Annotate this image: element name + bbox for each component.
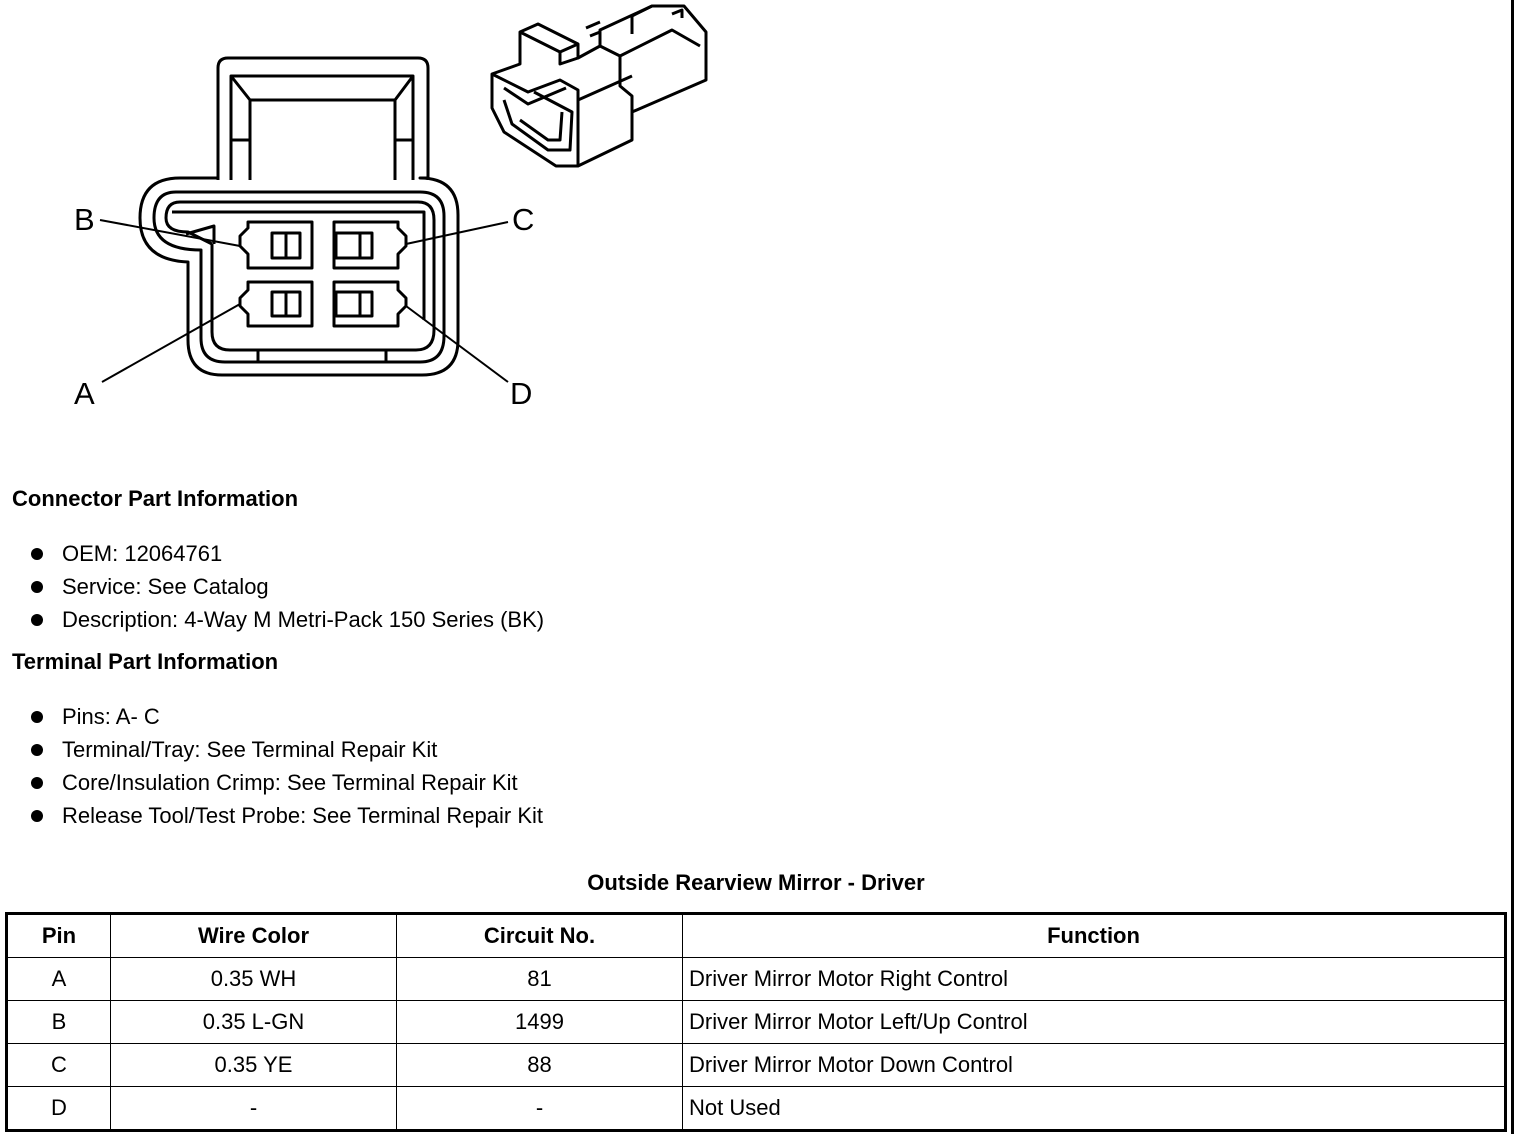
- pin-label-a: A: [74, 376, 95, 411]
- latch-window-bevel: [229, 75, 415, 102]
- bullet-icon: [31, 777, 43, 789]
- page-border-right: [1511, 0, 1514, 1134]
- connector-face-diagram: B C A D: [74, 4, 708, 411]
- list-item: Terminal/Tray: See Terminal Repair Kit: [28, 733, 543, 766]
- list-item: Description: 4-Way M Metri-Pack 150 Seri…: [28, 603, 544, 636]
- table-header-row: Pin Wire Color Circuit No. Function: [6, 913, 1506, 958]
- connector-isometric-view: [490, 4, 708, 168]
- cell-circuit: 1499: [396, 1000, 683, 1044]
- table-title: Outside Rearview Mirror - Driver: [587, 870, 925, 895]
- list-item: Core/Insulation Crimp: See Terminal Repa…: [28, 766, 543, 799]
- pin-label-b: B: [74, 202, 95, 237]
- latch-window-sides: [248, 100, 397, 180]
- cell-wire-color: 0.35 YE: [110, 1043, 397, 1087]
- header-wire-color: Wire Color: [110, 913, 397, 958]
- pinout-table: Pin Wire Color Circuit No. Function A 0.…: [5, 912, 1507, 1132]
- list-item: OEM: 12064761: [28, 537, 544, 570]
- bullet-icon: [31, 581, 43, 593]
- cell-pin: C: [6, 1043, 111, 1087]
- list-item: Service: See Catalog: [28, 570, 544, 603]
- cell-function: Not Used: [682, 1086, 1506, 1131]
- table-row: A 0.35 WH 81 Driver Mirror Motor Right C…: [6, 957, 1506, 1001]
- cell-function: Driver Mirror Motor Right Control: [682, 957, 1506, 1001]
- leader-c: [405, 221, 509, 245]
- cell-wire-color: -: [110, 1086, 397, 1131]
- leader-a: [101, 303, 241, 383]
- bullet-icon: [31, 711, 43, 723]
- cell-circuit: 81: [396, 957, 683, 1001]
- header-circuit: Circuit No.: [396, 913, 683, 958]
- connector-info-title: Connector Part Information: [12, 486, 299, 511]
- header-pin: Pin: [6, 913, 111, 958]
- latch-outer: [216, 56, 430, 180]
- list-item: Release Tool/Test Probe: See Terminal Re…: [28, 799, 543, 832]
- connector-info-list: OEM: 12064761 Service: See Catalog Descr…: [28, 537, 544, 636]
- cell-pin: A: [6, 957, 111, 1001]
- leader-b: [99, 219, 241, 247]
- pin-label-c: C: [512, 202, 534, 237]
- terminal-info-title: Terminal Part Information: [12, 649, 279, 674]
- cell-function: Driver Mirror Motor Left/Up Control: [682, 1000, 1506, 1044]
- bullet-icon: [31, 614, 43, 626]
- cell-pin: B: [6, 1000, 111, 1044]
- cell-pin: D: [6, 1086, 111, 1131]
- cell-circuit: -: [396, 1086, 683, 1131]
- table-row: C 0.35 YE 88 Driver Mirror Motor Down Co…: [6, 1043, 1506, 1087]
- bullet-icon: [31, 548, 43, 560]
- bullet-icon: [31, 744, 43, 756]
- cell-function: Driver Mirror Motor Down Control: [682, 1043, 1506, 1087]
- leader-d: [405, 305, 509, 383]
- list-item: Pins: A- C: [28, 700, 543, 733]
- cell-wire-color: 0.35 L-GN: [110, 1000, 397, 1044]
- cell-circuit: 88: [396, 1043, 683, 1087]
- housing-outer: [138, 176, 460, 377]
- pin-label-d: D: [510, 376, 532, 411]
- latch-inner: [229, 74, 415, 180]
- bullet-icon: [31, 810, 43, 822]
- header-function: Function: [682, 913, 1506, 958]
- terminal-info-list: Pins: A- C Terminal/Tray: See Terminal R…: [28, 700, 543, 832]
- cell-wire-color: 0.35 WH: [110, 957, 397, 1001]
- table-row: D - - Not Used: [6, 1086, 1506, 1131]
- table-row: B 0.35 L-GN 1499 Driver Mirror Motor Lef…: [6, 1000, 1506, 1044]
